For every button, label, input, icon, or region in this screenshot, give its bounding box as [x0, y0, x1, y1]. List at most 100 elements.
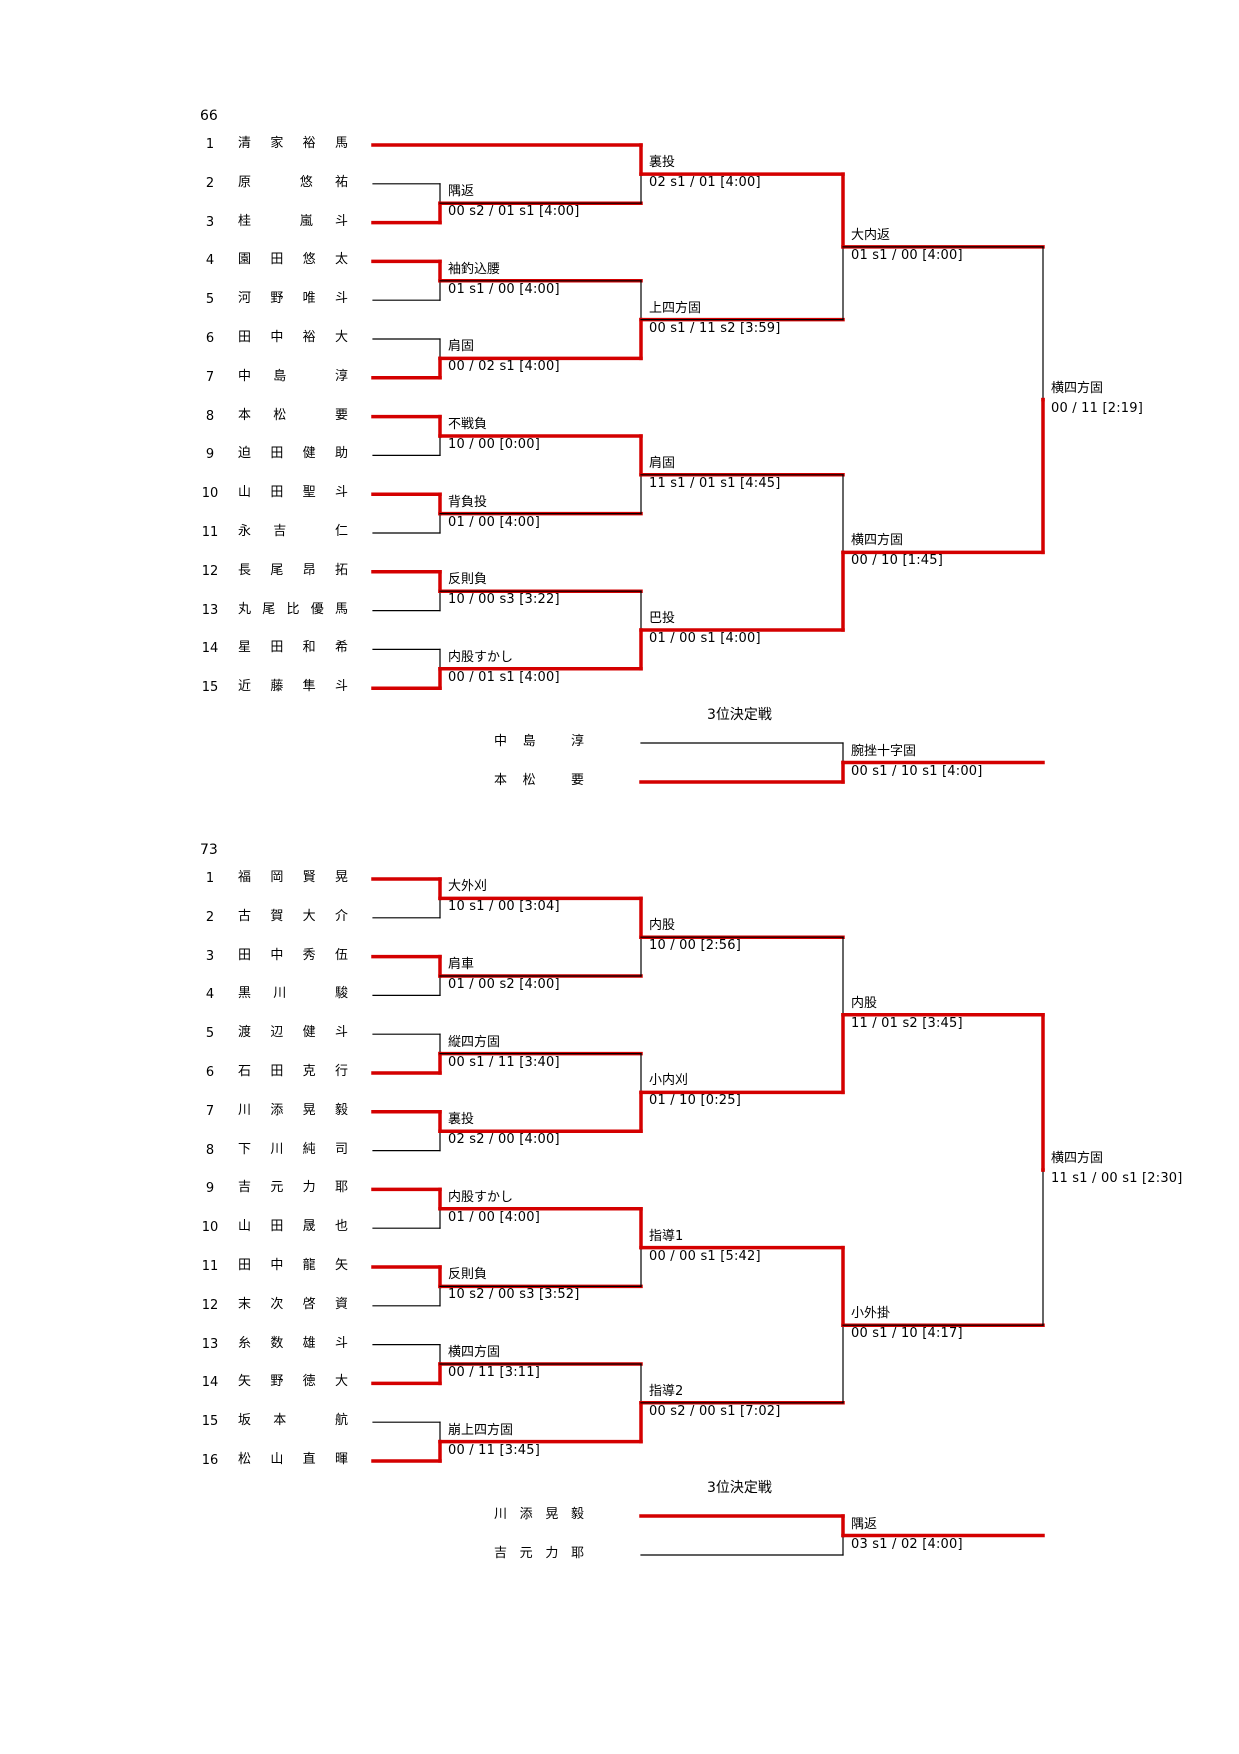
- name-char: 介: [334, 908, 348, 924]
- player-name: 長尾昂拓: [238, 563, 348, 579]
- name-char: 助: [334, 446, 348, 462]
- name-char: 元: [519, 1546, 533, 1561]
- name-char: 斗: [334, 213, 348, 229]
- name-char: 航: [334, 1413, 348, 1429]
- name-char: 尾: [262, 601, 276, 617]
- name-char: 斗: [334, 1025, 348, 1041]
- seed-number: 6: [205, 1065, 215, 1080]
- name-char: 資: [334, 1296, 348, 1312]
- name-char: 中: [270, 1258, 284, 1273]
- name-char: 本: [238, 407, 252, 423]
- player-name: 下川純司: [238, 1142, 348, 1158]
- player-name: 吉元力耶: [238, 1180, 348, 1196]
- name-char: [273, 214, 277, 230]
- name-char: 伍: [334, 947, 348, 963]
- name-char: 祐: [334, 174, 348, 190]
- name-char: 中: [270, 947, 284, 963]
- name-char: 拓: [334, 562, 348, 578]
- name-char: 雄: [302, 1335, 316, 1351]
- name-char: 原: [238, 174, 252, 190]
- name-char: 馬: [334, 136, 348, 151]
- name-char: [309, 369, 313, 385]
- third-player-name: 本松 要: [494, 773, 584, 789]
- technique-label: 上四方固: [649, 300, 702, 316]
- player-name: 川添晃毅: [238, 1103, 348, 1119]
- name-char: 本: [273, 1413, 287, 1429]
- name-char: [309, 1413, 313, 1429]
- player-name: 福岡賢晃: [238, 870, 348, 886]
- seed-number: 2: [205, 909, 215, 925]
- name-char: 数: [270, 1335, 284, 1351]
- name-char: 川: [273, 986, 287, 1002]
- seed-number: 14: [201, 641, 219, 657]
- name-char: 吉: [238, 1180, 252, 1196]
- score-label: 10 / 00 [2:56]: [649, 938, 741, 954]
- name-char: 山: [238, 485, 252, 501]
- name-char: 吉: [494, 1546, 508, 1561]
- player-name: 田中秀伍: [238, 948, 348, 964]
- player-name: 桂 嵐斗: [238, 214, 348, 230]
- name-char: 野: [270, 1374, 284, 1390]
- name-char: 力: [302, 1180, 316, 1196]
- name-char: 添: [270, 1102, 284, 1118]
- name-char: 田: [270, 1219, 284, 1235]
- name-char: 福: [238, 870, 252, 885]
- score-label: 00 / 11 [2:19]: [1051, 400, 1143, 416]
- name-char: 松: [522, 773, 536, 788]
- technique-label: 大外刈: [448, 879, 488, 895]
- score-label: 01 / 00 s1 [4:00]: [649, 631, 761, 646]
- score-label: 10 s2 / 00 s3 [3:52]: [448, 1287, 580, 1303]
- name-char: 田: [238, 330, 252, 345]
- player-name: 迫田健助: [238, 446, 348, 462]
- name-char: 田: [238, 947, 252, 963]
- name-char: 島: [273, 368, 287, 384]
- name-char: 松: [238, 1452, 252, 1467]
- name-char: 太: [334, 252, 348, 268]
- score-label: 10 s1 / 00 [3:04]: [448, 899, 560, 915]
- name-char: 下: [238, 1141, 252, 1157]
- score-label: 01 / 00 [4:00]: [448, 1209, 540, 1225]
- seed-number: 7: [205, 1103, 215, 1119]
- technique-label: 小外掛: [851, 1306, 891, 1322]
- score-label: 00 s1 / 10 s1 [4:00]: [851, 763, 983, 779]
- name-char: 辺: [270, 1025, 284, 1041]
- name-char: 桂: [238, 213, 252, 229]
- technique-label: 巴投: [649, 611, 676, 626]
- name-char: 仁: [334, 524, 348, 539]
- player-name: 石田克行: [238, 1064, 348, 1080]
- name-char: 次: [270, 1296, 284, 1312]
- score-label: 00 / 02 s1 [4:00]: [448, 359, 560, 375]
- technique-label: 内股: [851, 995, 878, 1011]
- player-name: 糸数雄斗: [238, 1336, 348, 1352]
- name-char: 岡: [270, 870, 284, 885]
- name-char: [309, 408, 313, 424]
- seed-number: 5: [205, 292, 215, 308]
- name-char: 斗: [334, 291, 348, 307]
- player-name: 本松 要: [238, 408, 348, 424]
- name-char: 田: [270, 446, 284, 462]
- player-name: 園田悠太: [238, 252, 348, 268]
- seed-number: 15: [201, 1414, 219, 1430]
- player-name: 田中龍矢: [238, 1258, 348, 1274]
- score-label: 10 / 00 [0:00]: [448, 437, 540, 452]
- name-char: 清: [238, 136, 252, 151]
- name-char: 直: [302, 1452, 316, 1467]
- seed-number: 9: [205, 447, 215, 463]
- score-label: 01 / 10 [0:25]: [649, 1093, 741, 1109]
- player-name: 原 悠祐: [238, 175, 348, 191]
- name-char: [551, 773, 555, 789]
- name-char: 晃: [334, 870, 348, 885]
- score-label: 00 s1 / 11 [3:40]: [448, 1054, 560, 1070]
- score-label: 00 s2 / 00 s1 [7:02]: [649, 1403, 781, 1419]
- name-char: 裕: [302, 330, 316, 345]
- technique-label: 横四方固: [1051, 380, 1104, 396]
- name-char: 矢: [334, 1258, 348, 1273]
- name-char: 川: [494, 1507, 508, 1522]
- name-char: 斗: [334, 679, 348, 695]
- name-char: 田: [238, 1258, 252, 1273]
- technique-label: 内股すかし: [448, 649, 514, 665]
- name-char: 本: [494, 773, 508, 788]
- name-char: 添: [519, 1507, 533, 1522]
- score-label: 02 s2 / 00 [4:00]: [448, 1132, 560, 1148]
